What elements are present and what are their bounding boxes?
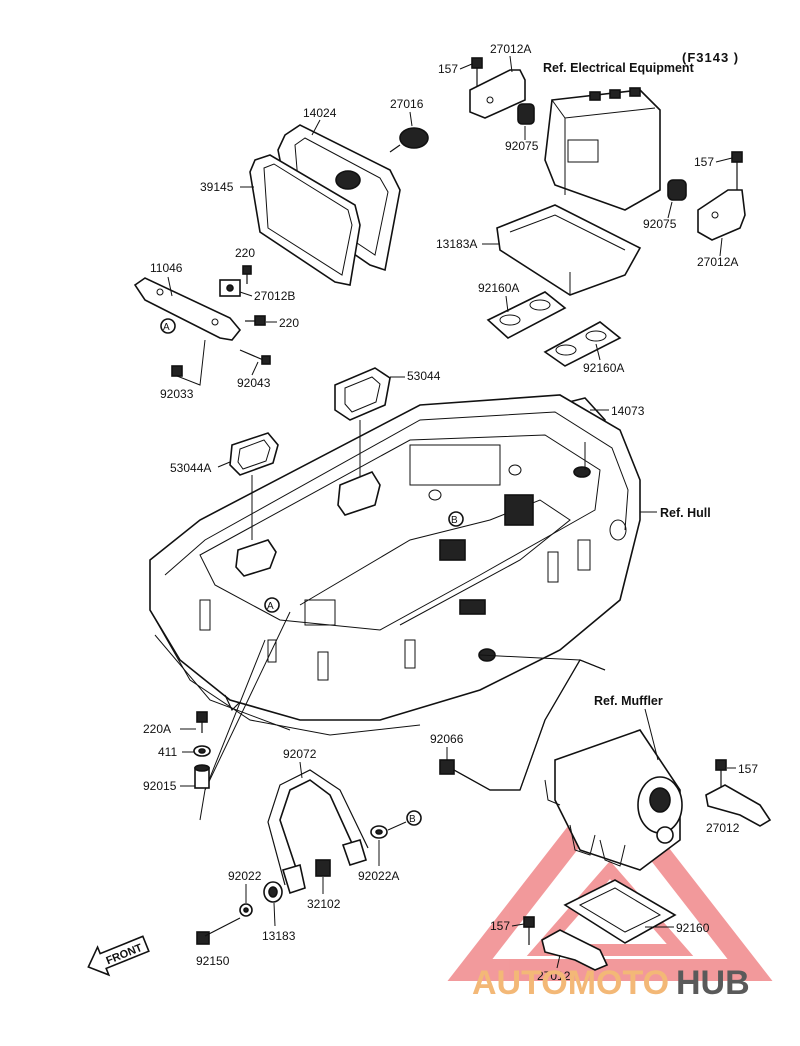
cushion-92075-b-drawing (667, 179, 687, 201)
bolt-157-right-drawing (731, 151, 743, 190)
ref-hull: Ref. Hull (660, 506, 711, 520)
part-92022: 92022 (228, 869, 262, 883)
part-14073: 14073 (611, 404, 645, 418)
marker-a-hull: A (264, 597, 280, 613)
part-157-right: 157 (694, 155, 714, 169)
ref-electrical-equipment: Ref. Electrical Equipment (543, 61, 695, 75)
part-157-bottom: 157 (490, 919, 510, 933)
part-220A: 220A (143, 722, 171, 736)
part-27012-lower: 27012 (706, 821, 740, 835)
bracket-27012A-top-drawing (469, 69, 526, 119)
part-13183: 13183 (262, 929, 296, 943)
bolt-157-bottom-drawing (523, 916, 535, 945)
latch-27016-drawing (389, 127, 429, 153)
part-92015: 92015 (143, 779, 177, 793)
part-220-a: 220 (235, 246, 255, 260)
diagram-code: (F3143 ) (682, 50, 739, 65)
part-157-top: 157 (438, 62, 458, 76)
clip-27012B-drawing (219, 279, 241, 297)
svg-text:A: A (267, 601, 274, 612)
marker-b-hull: B (448, 511, 464, 527)
part-92150: 92150 (196, 954, 230, 968)
hull-drawing (149, 394, 641, 736)
svg-text:A: A (163, 322, 170, 333)
part-53044: 53044 (407, 369, 441, 383)
part-92160A-b: 92160A (583, 361, 624, 375)
part-92033: 92033 (160, 387, 194, 401)
svg-text:B: B (451, 515, 458, 526)
bolt-92150-drawing (196, 917, 241, 945)
part-220-b: 220 (279, 316, 299, 330)
battery-tray-13183A-drawing (496, 204, 642, 296)
collar-92015-drawing (194, 764, 210, 789)
bracket-27012A-right-drawing (697, 189, 746, 241)
cushion-92075-a-drawing (517, 103, 535, 125)
bolt-157-top-drawing (471, 57, 483, 88)
part-92043: 92043 (237, 376, 271, 390)
marker-a-bracket: A (160, 318, 176, 334)
nut-92033-drawing (171, 365, 183, 377)
part-92160A-a: 92160A (478, 281, 519, 295)
bracket-27012-lower-drawing (705, 784, 772, 827)
gasket-39145-drawing (249, 154, 361, 286)
pad-92160A-a-drawing (486, 291, 567, 339)
part-157-lower: 157 (738, 762, 758, 776)
bolt-220A-drawing (196, 711, 208, 733)
part-92022A: 92022A (358, 869, 399, 883)
part-39145: 39145 (200, 180, 234, 194)
svg-text:B: B (409, 814, 416, 825)
bolt-92043-drawing (239, 349, 271, 365)
pad-92160A-b-drawing (543, 321, 622, 367)
part-92072: 92072 (283, 747, 317, 761)
screw-220-b-drawing (245, 315, 266, 326)
part-92066: 92066 (430, 732, 464, 746)
muffler-drawing (544, 729, 683, 871)
strap-92072-drawing (267, 769, 369, 895)
part-411: 411 (158, 745, 177, 759)
bracket-27012-bottom-drawing (541, 929, 609, 971)
part-11046: 11046 (150, 261, 183, 275)
washer-411-drawing (193, 745, 211, 757)
watermark-text-automoto: AUTOMOTO (472, 964, 669, 1002)
battery-drawing (544, 87, 661, 211)
part-32102: 32102 (307, 897, 341, 911)
part-53044A: 53044A (170, 461, 211, 475)
nut-32102-drawing (315, 859, 331, 877)
part-92075-a: 92075 (505, 139, 539, 153)
ref-muffler: Ref. Muffler (594, 694, 663, 708)
part-27012A-right: 27012A (697, 255, 738, 269)
part-27012B: 27012B (254, 289, 295, 303)
watermark-text-hub: HUB (676, 964, 750, 1002)
bracket-11046-drawing (133, 277, 242, 341)
part-92160: 92160 (676, 921, 710, 935)
part-92075-b: 92075 (643, 217, 677, 231)
marker-b-lower: B (406, 810, 422, 826)
part-14024: 14024 (303, 106, 337, 120)
screw-220-a-drawing (242, 265, 252, 284)
washer-92022A-drawing (370, 825, 388, 839)
washer-92022-drawing (239, 903, 253, 917)
part-13183A: 13183A (436, 237, 477, 251)
part-27012A-top: 27012A (490, 42, 531, 56)
part-27016: 27016 (390, 97, 424, 111)
front-arrow-icon: FRONT (87, 935, 150, 977)
part-27012-bottom: 27012 (537, 969, 571, 983)
grommet-53044-drawing (334, 367, 391, 421)
collar-13183-drawing (263, 881, 283, 903)
grommet-53044A-drawing (229, 432, 279, 476)
